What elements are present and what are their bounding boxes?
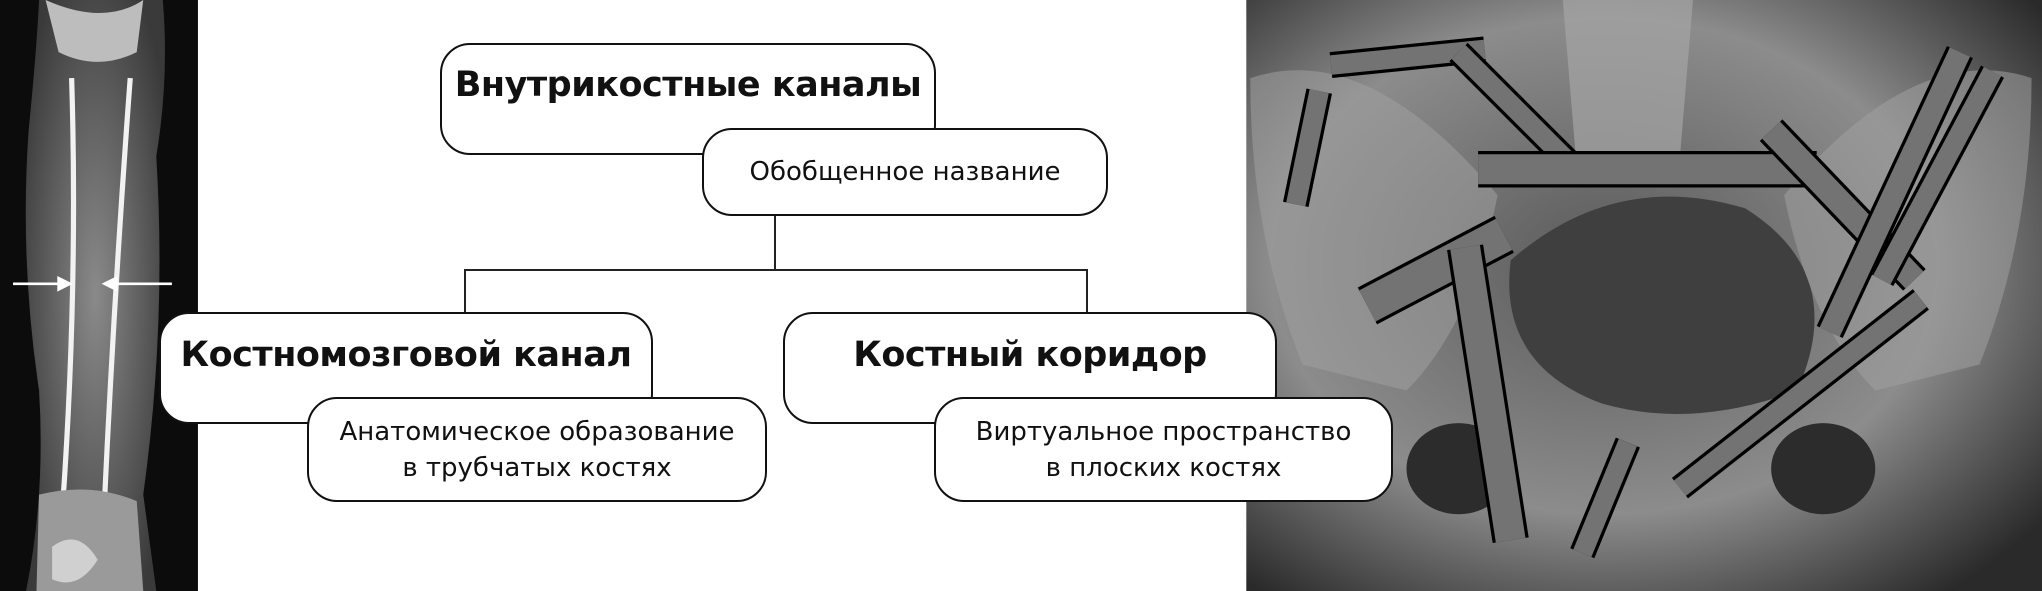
- corridor-cylinder: [1819, 47, 1970, 337]
- arrow-left-icon: [101, 275, 172, 292]
- connector-horizontal: [464, 269, 1088, 271]
- corridor-cylinder: [1450, 245, 1526, 543]
- child-subtitle-line: в трубчатых костях: [402, 452, 672, 483]
- corridor-cylinder: [1451, 45, 1577, 170]
- connector-vertical-left: [464, 269, 466, 313]
- child-subtitle-line: в плоских костях: [1045, 452, 1282, 483]
- corridor-cylinder: [1286, 89, 1329, 207]
- corridor-cylinder: [1873, 67, 2002, 285]
- connector-vertical-right: [1086, 269, 1088, 313]
- child-title: Костномозговой канал: [180, 335, 632, 375]
- corridor-cylinder: [1673, 291, 1927, 496]
- child-subtitle-line: Анатомическое образование: [339, 416, 735, 447]
- connector-vertical-root: [774, 215, 776, 271]
- child-subtitle-line: Виртуальное пространство: [975, 416, 1352, 447]
- corridor-cylinder: [1573, 438, 1637, 557]
- root-title: Внутрикостные каналы: [454, 65, 922, 105]
- child-subtitle-node: Виртуальное пространство в плоских костя…: [934, 397, 1393, 502]
- tibia-xray-image: [0, 0, 198, 591]
- pelvis-xray-image: [1246, 0, 2042, 591]
- child-title: Костный коридор: [853, 335, 1207, 375]
- root-subtitle: Обобщенное название: [749, 157, 1061, 187]
- root-subtitle-node: Обобщенное название: [702, 128, 1108, 216]
- arrow-right-icon: [13, 275, 73, 292]
- child-subtitle-node: Анатомическое образование в трубчатых ко…: [307, 397, 767, 502]
